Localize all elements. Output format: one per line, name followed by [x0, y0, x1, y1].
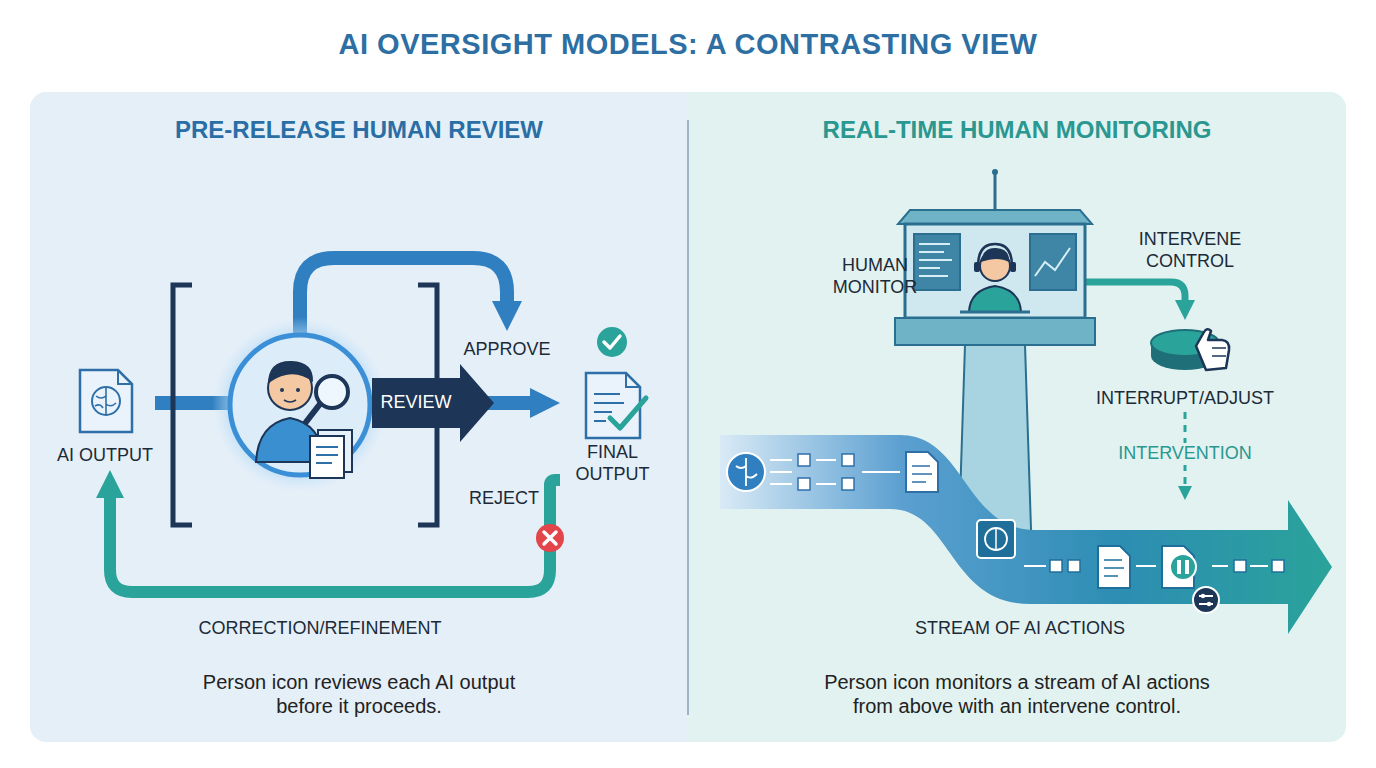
edge-label: CORRECTION/REFINEMENT [160, 618, 480, 640]
branch-label: REJECT [466, 488, 542, 510]
control-tower [914, 234, 960, 290]
control-tower [898, 210, 1092, 224]
node-label: REAL-TIME HUMAN MONITORING [688, 116, 1346, 145]
reviewer-icon [310, 436, 344, 478]
reject-mark [536, 524, 564, 552]
node-body: Person icon reviews each AI output befor… [184, 670, 534, 718]
monitor-tower: HUMAN MONITOR [825, 175, 1085, 350]
document-node: FINAL OUTPUT [560, 368, 665, 490]
action-stream [1050, 560, 1062, 572]
control-tower [981, 248, 1009, 262]
action-stream [985, 528, 1007, 550]
action-stream [1207, 602, 1211, 606]
ai-output-icon [80, 370, 132, 432]
action-stream [727, 453, 765, 491]
action-stream [1024, 565, 1046, 567]
edge-label: INTERVENTION [1115, 443, 1255, 465]
control-tower [905, 224, 1085, 318]
action-stream [1104, 560, 1124, 576]
node-label: FINAL OUTPUT [560, 442, 665, 485]
control-tower [1030, 234, 1076, 290]
edge-label: REVIEW [372, 392, 460, 414]
action-stream [862, 471, 900, 473]
final-output-icon [610, 398, 646, 428]
action-stream [1234, 560, 1246, 572]
control-button: INTERRUPT/ADJUST [1090, 320, 1280, 412]
action-stream [1272, 560, 1284, 572]
branch-label: APPROVE [462, 339, 552, 361]
action-stream [842, 454, 854, 466]
action-stream [798, 478, 810, 490]
action-stream [770, 460, 792, 484]
ai-output-icon [95, 388, 116, 414]
reviewer-icon [316, 447, 338, 463]
final-output-icon [586, 373, 640, 438]
reviewer-icon [268, 361, 313, 384]
edge-label: INTERVENE CONTROL [1130, 229, 1250, 272]
control-tower [895, 318, 1095, 345]
final-output-icon [586, 373, 646, 438]
action-stream [1193, 587, 1219, 613]
action-stream [906, 452, 938, 492]
approve-check [597, 327, 627, 357]
control-tower [992, 169, 998, 175]
action-stream [912, 466, 932, 482]
node-label: STREAM OF AI ACTIONS [715, 618, 1325, 640]
action-stream [1177, 560, 1181, 574]
reviewer-icon [280, 388, 284, 392]
document-node: AI OUTPUT [55, 365, 155, 470]
action-stream-band: STREAM OF AI ACTIONS [715, 500, 1325, 640]
action-stream [1098, 546, 1130, 588]
action-stream [736, 458, 757, 486]
reviewer-icon [212, 317, 388, 493]
action-stream [995, 528, 997, 550]
reviewer-icon [316, 376, 348, 408]
node-label: INTERRUPT/ADJUST [1090, 388, 1280, 410]
control-tower [978, 244, 1012, 266]
diagram-title: AI OVERSIGHT MODELS: A CONTRASTING VIEW [0, 27, 1376, 62]
action-stream [1199, 596, 1213, 604]
node-label: PRE-RELEASE HUMAN REVIEW [30, 116, 688, 145]
reviewer-icon [230, 335, 370, 475]
action-stream [1170, 554, 1196, 580]
action-stream [1250, 565, 1268, 567]
action-stream [816, 460, 836, 484]
node-body: Person icon monitors a stream of AI acti… [807, 670, 1227, 718]
action-stream [842, 478, 854, 490]
control-tower [1035, 248, 1070, 276]
reviewer-icon [212, 317, 388, 493]
reviewer-icon [284, 400, 296, 402]
reject-mark [544, 532, 556, 544]
control-tower [1010, 262, 1016, 272]
reviewer-icon [306, 404, 320, 422]
action-stream [798, 454, 810, 466]
control-tower [974, 262, 980, 272]
control-tower [969, 286, 1021, 312]
control-tower [919, 244, 952, 276]
reject-mark [536, 524, 564, 552]
action-stream [1212, 565, 1228, 567]
action-stream [1201, 594, 1205, 598]
control-tower [994, 172, 997, 210]
action-stream [1185, 560, 1189, 574]
node-label: HUMAN MONITOR [825, 255, 925, 298]
node-label: AI OUTPUT [55, 445, 155, 467]
ai-output-icon [80, 370, 132, 432]
control-tower [960, 311, 1030, 314]
panel-divider [687, 120, 689, 715]
action-stream [977, 520, 1015, 558]
intervene-button [1212, 348, 1226, 356]
approve-check [597, 327, 627, 357]
reviewer-icon [296, 388, 300, 392]
ai-output-icon [92, 387, 120, 415]
approve-check [604, 336, 620, 348]
action-stream [1068, 560, 1080, 572]
action-stream [1136, 565, 1156, 567]
